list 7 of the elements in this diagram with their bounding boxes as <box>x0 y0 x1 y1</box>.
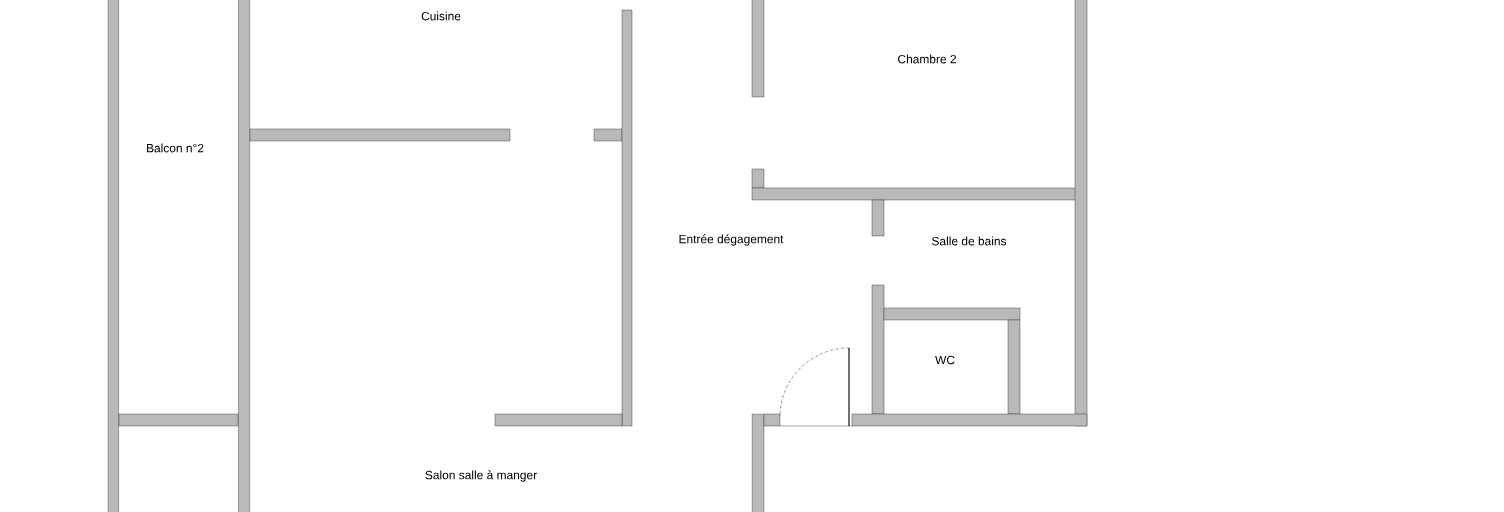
room-label: WC <box>935 355 955 365</box>
room-label: Cuisine <box>421 11 461 21</box>
room-label: Chambre 2 <box>898 54 956 64</box>
room-label: Salle de bains <box>932 236 1007 246</box>
room-label: Salon salle à manger <box>425 470 537 482</box>
room-label: Balcon n°2 <box>147 143 204 153</box>
room-label: Entrée dégagement <box>679 234 784 246</box>
